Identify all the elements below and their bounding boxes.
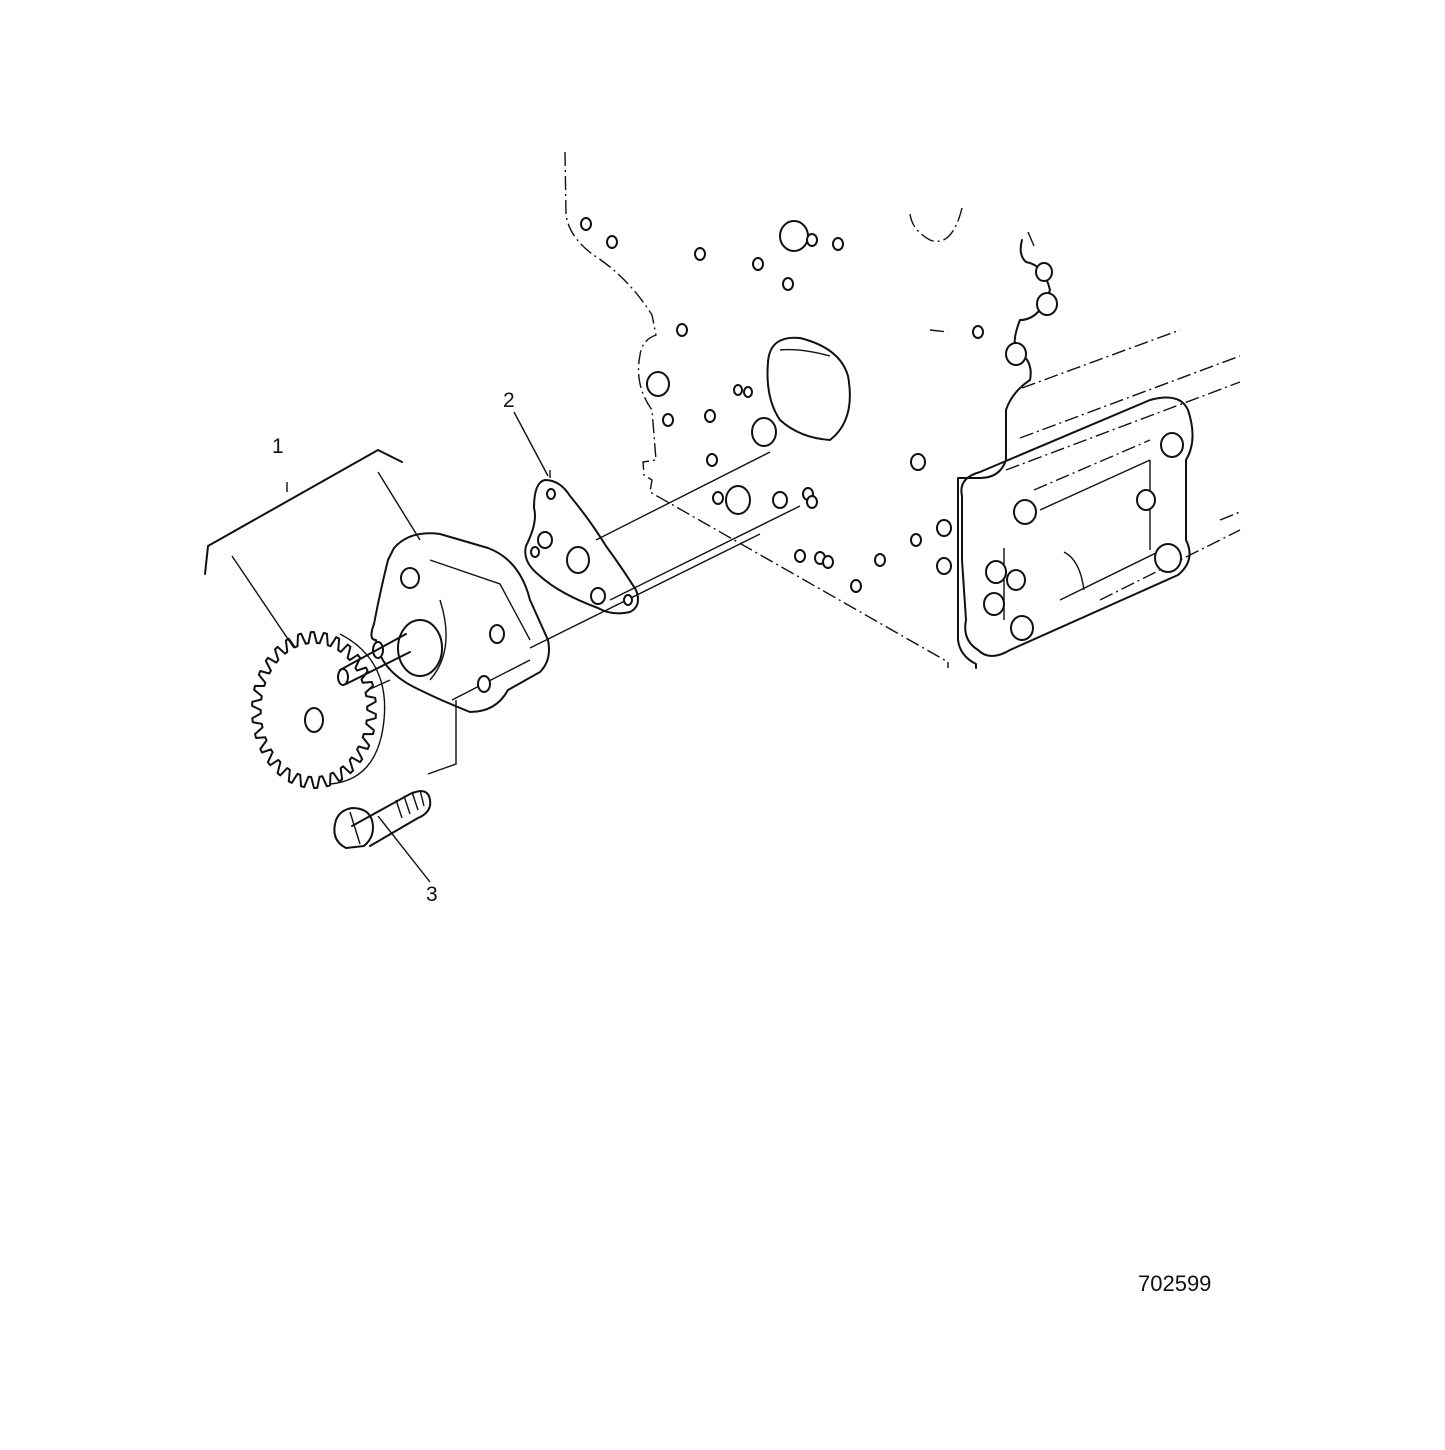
leader-line-2 bbox=[513, 411, 549, 477]
drive-gear bbox=[251, 631, 386, 789]
callout-1: 1 bbox=[272, 435, 284, 458]
engine-block bbox=[564, 151, 1241, 669]
callout-2: 2 bbox=[503, 389, 515, 412]
callout-3: 3 bbox=[426, 883, 438, 906]
kit-bracket bbox=[204, 449, 421, 649]
gear-side-face bbox=[329, 633, 386, 785]
bolt bbox=[333, 789, 432, 883]
gear-hub-bore bbox=[304, 707, 324, 733]
gear-teeth bbox=[251, 631, 377, 789]
gasket bbox=[524, 470, 639, 615]
figure-number: 702599 bbox=[1138, 1271, 1212, 1296]
oil-pump-housing bbox=[337, 532, 550, 775]
